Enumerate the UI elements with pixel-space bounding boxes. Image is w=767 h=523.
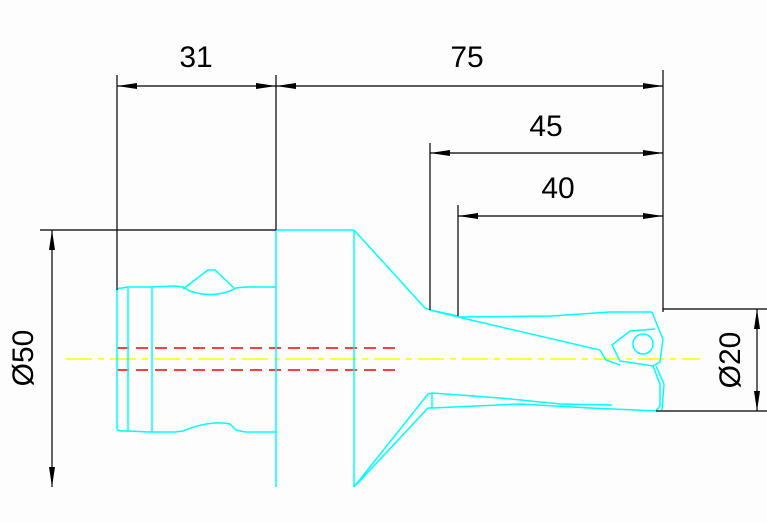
shank xyxy=(116,269,276,433)
dim-flute-length-outer: 45 xyxy=(529,110,562,143)
dim-overall-length: 75 xyxy=(450,41,483,74)
insert xyxy=(611,311,665,412)
cone-lower xyxy=(353,392,433,488)
flange xyxy=(275,229,355,487)
dim-drill-diameter: Ø20 xyxy=(714,332,747,389)
tool-outline xyxy=(116,229,665,488)
dim-flute-length-inner: 40 xyxy=(541,172,574,205)
cone-upper xyxy=(353,229,459,317)
dimensions xyxy=(40,70,767,487)
dim-flange-diameter: Ø50 xyxy=(7,330,40,387)
dimension-labels: 31 75 45 40 Ø50 Ø20 xyxy=(7,41,747,388)
dim-shank-length: 31 xyxy=(179,41,212,74)
